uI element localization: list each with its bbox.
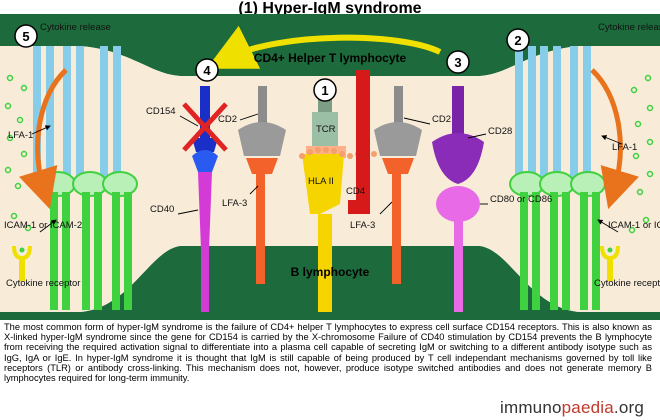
cd154-label: CD154	[146, 106, 176, 117]
cytokine-receptor-right-label: Cytokine receptor	[594, 278, 660, 289]
cytokine-release-right: Cytokine release	[598, 22, 660, 33]
cytokine-receptor-right	[600, 245, 620, 281]
hla-label: HLA II	[308, 176, 334, 187]
cytokine-receptor-left-label: Cytokine receptor	[6, 278, 80, 289]
t-cell-label: CD4+ Helper T lymphocyte	[254, 51, 407, 65]
logo-post: .org	[613, 398, 644, 417]
icam-right-label: ICAM-1 or ICAM-2	[608, 220, 660, 231]
cd4	[348, 70, 370, 214]
cd28-cd80-pair	[432, 86, 484, 312]
signal-arrow	[206, 25, 442, 69]
cd80-label: CD80 or CD86	[490, 194, 552, 205]
cd2-lfa3-right	[374, 86, 422, 284]
step-2: 2	[514, 33, 521, 48]
step-5: 5	[22, 29, 29, 44]
cd2-right-label: CD2	[432, 114, 451, 125]
lfa1-left-label: LFA-1	[8, 130, 33, 141]
cd154-cd40-pair	[182, 86, 228, 312]
lfa1-icam-right	[509, 46, 606, 310]
tcr-label: TCR	[316, 124, 336, 135]
logo-mid: paedia	[561, 398, 614, 417]
cytokine-dots	[4, 74, 654, 234]
b-cell-label: B lymphocyte	[291, 265, 370, 279]
immunopaedia-logo: immunopaedia.org	[500, 398, 644, 418]
cd28-label: CD28	[488, 126, 512, 137]
cytokine-arrow-right	[590, 68, 639, 210]
cytokine-arrow-left	[19, 68, 68, 210]
step-markers	[14, 24, 530, 102]
lfa3-left-label: LFA-3	[222, 198, 247, 209]
tcr-hla-complex	[299, 94, 377, 312]
step-4: 4	[203, 63, 211, 78]
cd40-label: CD40	[150, 204, 174, 215]
step-1: 1	[321, 83, 328, 98]
lfa3-right-label: LFA-3	[350, 220, 375, 231]
cd2-lfa3-left	[238, 86, 286, 284]
t-cell-membrane	[0, 14, 660, 76]
step-3: 3	[454, 55, 461, 70]
caption-text: The most common form of hyper-IgM syndro…	[4, 322, 652, 384]
diagram-title: (1) Hyper-IgM syndrome	[238, 0, 422, 17]
lfa1-right-label: LFA-1	[612, 142, 637, 153]
cd4-label: CD4	[346, 186, 365, 197]
icam-left-label: ICAM-1 or ICAM-2	[4, 220, 82, 231]
cytokine-receptor-left	[12, 245, 32, 281]
cytokine-release-left: Cytokine release	[40, 22, 111, 33]
logo-pre: immuno	[499, 398, 562, 417]
immune-synapse-diagram: 1 2 3 4 5 CD4+ Helper T lymphocyte B lym…	[0, 14, 660, 320]
cd2-left-label: CD2	[218, 114, 237, 125]
